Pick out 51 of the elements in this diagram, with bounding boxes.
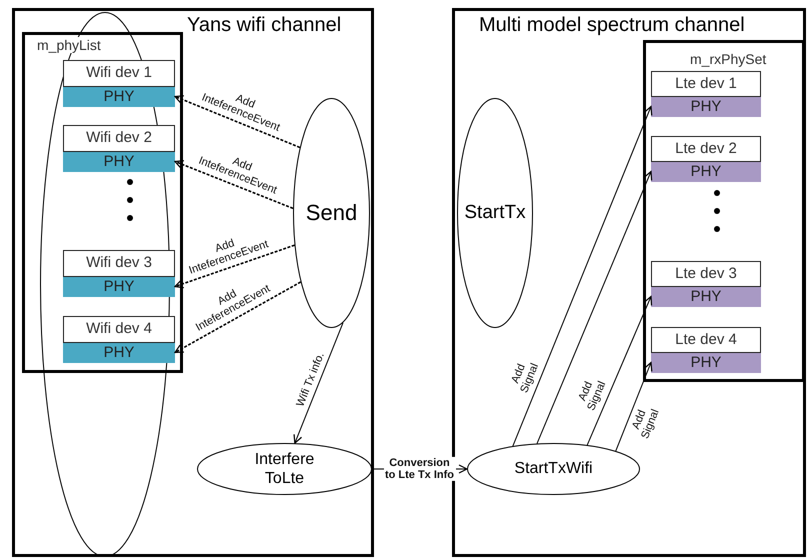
arrow: [615, 362, 652, 452]
edge-label: Add Signal: [628, 406, 663, 442]
device-label: Wifi dev 4: [85, 320, 153, 337]
function-ellipse: Interfere ToLte: [197, 443, 372, 495]
function-ellipse: StartTxWifi: [467, 443, 640, 495]
list-label: m_phyList: [37, 37, 101, 53]
device-box: [63, 316, 175, 363]
panel-title: Multi model spectrum channel: [479, 14, 745, 37]
channel-panel: [452, 8, 806, 557]
device-label: Wifi dev 2: [85, 129, 153, 146]
arrow: [174, 160, 294, 210]
device-box: [651, 136, 761, 182]
phy-band: PHY: [63, 342, 175, 363]
arrow: [174, 281, 302, 354]
panel-title: Yans wifi channel: [187, 14, 342, 37]
arrow: [174, 95, 300, 148]
phy-band: PHY: [63, 276, 175, 297]
grouping-ellipse: [40, 12, 170, 557]
edge-label: Add Signal: [576, 379, 610, 415]
channel-panel: [12, 8, 374, 557]
phy-band: PHY: [63, 151, 175, 172]
list-container: [22, 32, 183, 373]
arrow: [512, 106, 652, 447]
function-ellipse: Send: [293, 98, 370, 328]
device-box: [651, 71, 761, 117]
device-label: Lte dev 3: [674, 265, 738, 282]
edge-label: Add Signal: [508, 360, 542, 396]
device-box: [63, 125, 175, 172]
arrow: [294, 322, 344, 444]
device-label: Lte dev 2: [674, 140, 738, 157]
device-label: Wifi dev 1: [85, 64, 153, 81]
phy-band: PHY: [651, 286, 761, 307]
list-label: m_rxPhySet: [690, 51, 766, 67]
device-label: Lte dev 4: [674, 331, 738, 348]
device-box: [651, 261, 761, 307]
arrow: [536, 170, 652, 444]
edge-label: Conversion to Lte Tx Info: [384, 456, 456, 482]
device-box: [63, 250, 175, 297]
phy-band: PHY: [63, 86, 175, 107]
phy-band: PHY: [651, 96, 761, 117]
list-container: [643, 40, 805, 382]
device-box: [63, 60, 175, 107]
arrow: [174, 244, 295, 288]
arrow: [586, 296, 652, 446]
phy-band: PHY: [651, 161, 761, 182]
edge-label: Wifi Tx info.: [294, 350, 327, 408]
phy-band: PHY: [651, 352, 761, 373]
device-label: Lte dev 1: [674, 75, 738, 92]
device-box: [651, 327, 761, 373]
function-ellipse: StartTx: [457, 98, 533, 328]
device-label: Wifi dev 3: [85, 254, 153, 271]
